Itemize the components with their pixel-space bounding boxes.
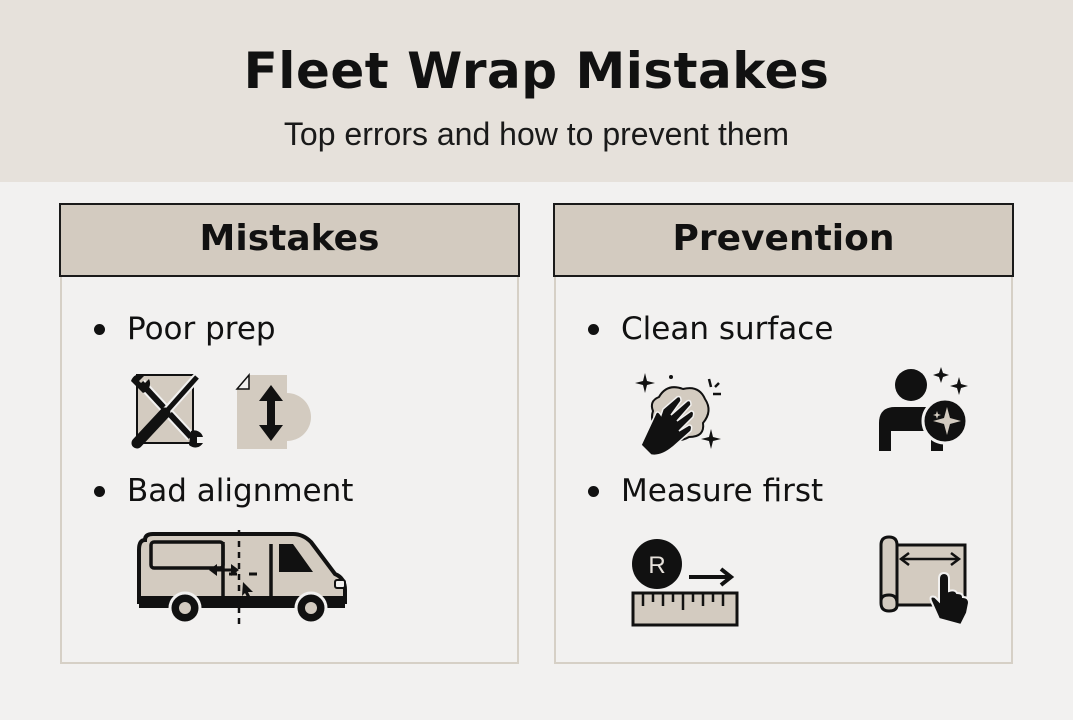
prevention-panel: Prevention Clean surface Meas [553,203,1014,664]
van-alignment-icon [135,530,349,626]
bullet-dot [94,323,105,335]
list-item-label: Measure first [621,473,824,509]
hand-wiping-cloth-icon [631,367,721,457]
header-banner: Fleet Wrap Mistakes Top errors and how t… [0,0,1073,182]
wrench-screwdriver-icon [127,371,207,451]
list-item-bad-alignment: Bad alignment [94,473,353,509]
blueprint-measure-icon [877,535,969,625]
list-item-poor-prep: Poor prep [94,311,276,347]
page-title: Fleet Wrap Mistakes [243,42,830,100]
list-item-clean-surface: Clean surface [588,311,833,347]
mistakes-panel-title: Mistakes [59,203,520,277]
document-resize-icon [235,373,315,451]
ruler-roll-icon: R [631,536,741,628]
bullet-dot [94,485,105,497]
page-subtitle: Top errors and how to prevent them [283,116,790,152]
person-sparkle-icon [877,367,977,453]
prevention-panel-title: Prevention [553,203,1014,277]
ruler-badge-letter: R [648,552,665,579]
bullet-dot [588,485,599,497]
list-item-label: Clean surface [621,311,834,347]
list-item-label: Bad alignment [127,473,354,509]
list-item-label: Poor prep [127,311,276,347]
mistakes-panel: Mistakes Poor prep Bad alignment [59,203,520,664]
bullet-dot [588,323,599,335]
list-item-measure-first: Measure first [588,473,823,509]
